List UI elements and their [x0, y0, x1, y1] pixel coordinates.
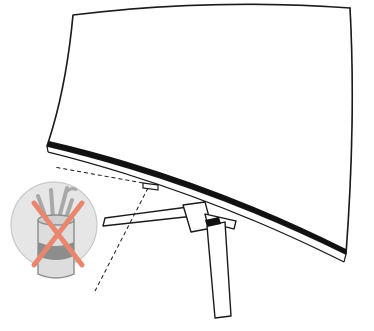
callout-circle: [11, 182, 97, 278]
monitor-stand: [103, 202, 236, 318]
